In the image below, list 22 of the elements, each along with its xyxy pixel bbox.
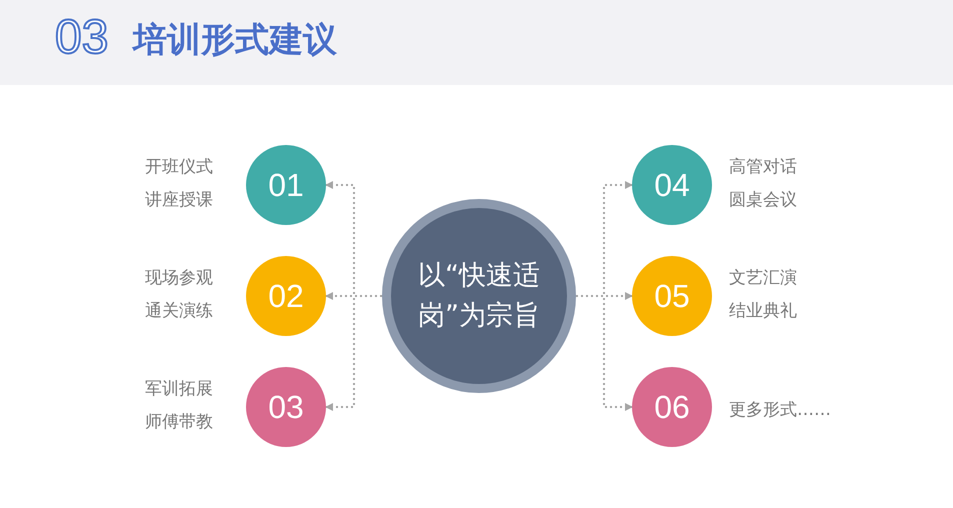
item-text: 更多形式……: [729, 399, 831, 422]
title: 培训形式建议: [133, 19, 337, 62]
item-text: 现场参观: [145, 267, 213, 290]
item-text: 通关演练: [145, 300, 213, 323]
item-text: 师傅带教: [145, 411, 213, 434]
number: 03: [268, 388, 304, 426]
arrow: [576, 295, 633, 411]
item-text: 军训拓展: [145, 378, 213, 401]
arrow: [325, 295, 382, 411]
item-text: 高管对话: [729, 156, 797, 179]
number: 06: [654, 388, 690, 426]
number: 02: [268, 278, 304, 314]
number: 05: [654, 278, 690, 314]
theme-text: 以“快速适岗”为宗旨: [417, 259, 541, 333]
item-text: 文艺汇演: [729, 267, 797, 290]
item-text: 结业典礼: [729, 300, 797, 323]
item-text: 圆桌会议: [729, 189, 797, 212]
number: 01: [268, 166, 304, 204]
number: 04: [654, 166, 690, 204]
item-text: 开班仪式: [145, 156, 213, 179]
section-number: 03: [55, 10, 108, 66]
item-text: 讲座授课: [145, 189, 213, 212]
